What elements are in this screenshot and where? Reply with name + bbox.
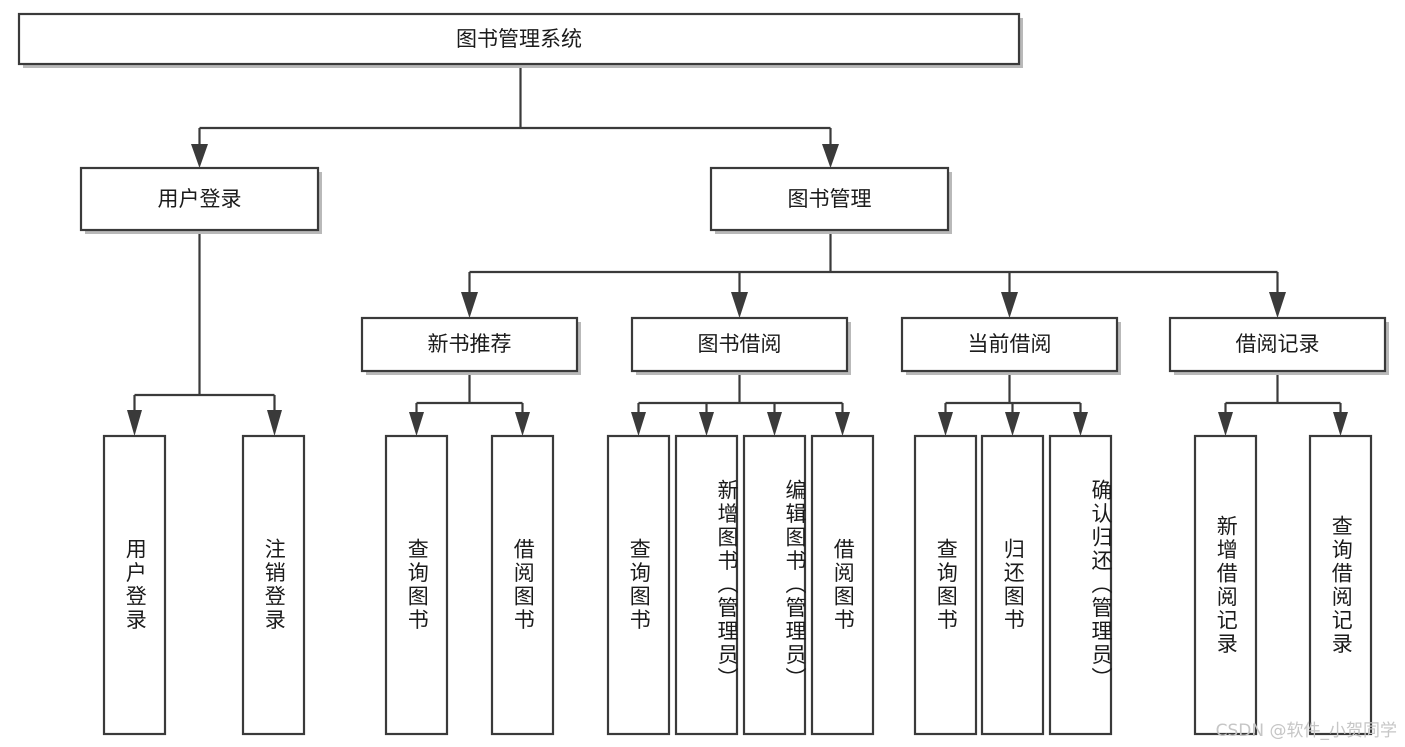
leaf-box-current-borrow-1[interactable] [913,434,978,736]
arrow-borrowrecord-leaf-2 [1333,412,1348,436]
leaf-box-book-borrow-2[interactable] [674,434,739,736]
leaf-boxes [102,434,1373,736]
leaf-box-user-login-2[interactable] [241,434,306,736]
user-login-box [79,166,320,232]
node-borrow-record[interactable]: 借阅记录 [1168,316,1389,375]
book-borrow-box [630,316,849,373]
arrow-bookmgmt-child-4 [1269,292,1286,318]
connectors [127,68,1348,436]
arrow-root-to-book-mgmt [822,144,839,168]
arrow-bookmgmt-child-1 [461,292,478,318]
node-book-borrow[interactable]: 图书借阅 [630,316,851,375]
node-user-login[interactable]: 用户登录 [79,166,322,234]
book-borrow-label: 图书借阅 [698,332,782,356]
leaf-box-borrow-record-1[interactable] [1193,434,1258,736]
arrow-userlogin-leaf-1 [127,410,142,436]
leaf-box-borrow-record-2[interactable] [1308,434,1373,736]
arrow-borrowrecord-leaf-1 [1218,412,1233,436]
leaf-box-user-login-1[interactable] [102,434,167,736]
arrow-bookborrow-leaf-3 [767,412,782,436]
current-borrow-label: 当前借阅 [968,332,1052,356]
book-management-box [709,166,950,232]
leaf-box-new-book-2[interactable] [490,434,555,736]
arrow-currentborrow-leaf-3 [1073,412,1088,436]
arrow-newbook-leaf-1 [409,412,424,436]
user-login-label: 用户登录 [158,187,242,211]
borrow-record-box [1168,316,1387,373]
arrow-bookmgmt-child-3 [1001,292,1018,318]
node-book-management[interactable]: 图书管理 [709,166,952,234]
root-box [17,12,1021,66]
node-current-borrow[interactable]: 当前借阅 [900,316,1121,375]
leaf-box-book-borrow-3[interactable] [742,434,807,736]
leaf-box-current-borrow-2[interactable] [980,434,1045,736]
book-management-label: 图书管理 [788,187,872,211]
arrow-bookborrow-leaf-4 [835,412,850,436]
new-book-recommend-box [360,316,579,373]
new-book-recommend-label: 新书推荐 [428,332,512,356]
leaf-box-current-borrow-3[interactable] [1048,434,1113,736]
arrow-currentborrow-leaf-2 [1005,412,1020,436]
arrow-bookmgmt-child-2 [731,292,748,318]
arrow-bookborrow-leaf-1 [631,412,646,436]
arrow-userlogin-leaf-2 [267,410,282,436]
csdn-watermark: CSDN @软件_小贺同学 [1215,721,1397,741]
arrow-currentborrow-leaf-1 [938,412,953,436]
arrow-root-to-user-login [191,144,208,168]
arrow-bookborrow-leaf-2 [699,412,714,436]
root-label: 图书管理系统 [456,27,582,51]
leaf-box-book-borrow-1[interactable] [606,434,671,736]
current-borrow-box [900,316,1119,373]
borrow-record-label: 借阅记录 [1236,332,1320,356]
leaf-box-book-borrow-4[interactable] [810,434,875,736]
node-root[interactable]: 图书管理系统 [17,12,1023,68]
leaf-box-new-book-1[interactable] [384,434,449,736]
arrow-newbook-leaf-2 [515,412,530,436]
node-new-book-recommend[interactable]: 新书推荐 [360,316,581,375]
